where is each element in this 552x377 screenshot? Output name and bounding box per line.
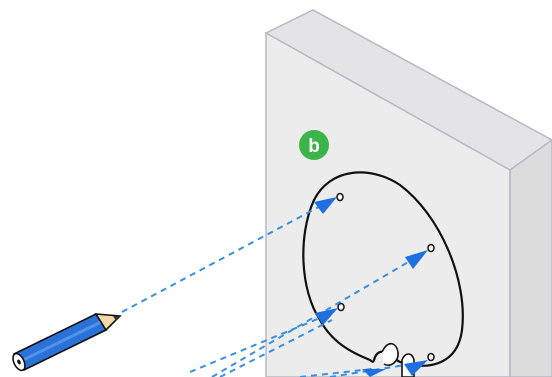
wall-side-face	[509, 139, 552, 377]
template-notch	[381, 342, 399, 367]
pencil-stripe	[18, 320, 102, 364]
arrow-icon	[315, 308, 338, 325]
arrow-icon	[405, 250, 428, 269]
mounting-holes	[336, 192, 435, 362]
hole-middle-left	[337, 302, 345, 312]
wall-panel	[264, 9, 552, 377]
arrow-icon	[404, 360, 428, 376]
step-badge: b	[299, 130, 329, 160]
pencil-lead	[113, 316, 120, 321]
pencil-wood	[94, 313, 122, 332]
hole-right	[427, 243, 435, 253]
wall-front-face	[265, 31, 511, 377]
arrow-icon	[362, 369, 386, 377]
arrow-heads	[314, 197, 428, 377]
step-badge-label: b	[308, 136, 320, 157]
guide-line-3	[189, 312, 333, 373]
pencil-end-core	[17, 359, 21, 365]
pencil-icon	[12, 312, 122, 372]
hole-bottom-right	[427, 352, 435, 362]
hole-top-left	[336, 192, 344, 202]
step-badge-circle	[299, 130, 329, 160]
guide-line-5	[299, 368, 373, 377]
arrow-icon	[314, 197, 337, 214]
guide-line-4	[219, 319, 333, 377]
